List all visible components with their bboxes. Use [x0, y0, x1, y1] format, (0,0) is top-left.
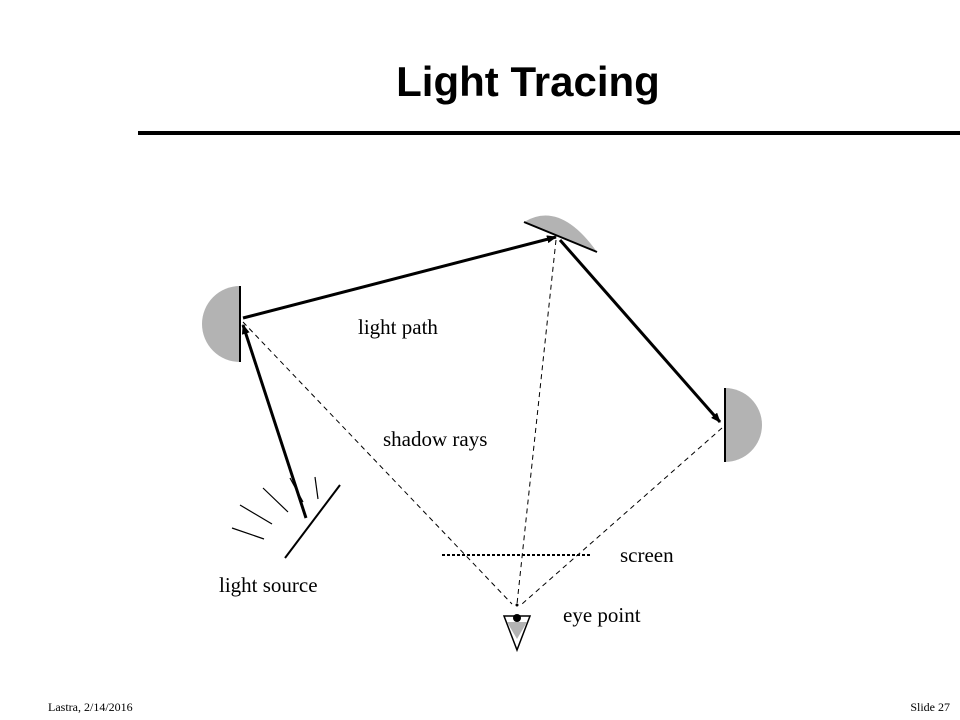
surface-top [523, 215, 598, 253]
footer-slide-number: Slide 27 [910, 700, 950, 714]
label-screen: screen [620, 543, 674, 567]
surface-left [202, 286, 241, 362]
shadow-rays [242, 239, 723, 605]
slide-title: Light Tracing [396, 58, 660, 105]
light-source-surface [284, 484, 341, 559]
eye-point-icon [502, 603, 532, 653]
surface-right [724, 388, 762, 462]
footer-author-date: Lastra, 2/14/2016 [48, 700, 133, 714]
light-path-arrows [241, 235, 722, 519]
title-underline [138, 131, 960, 135]
label-light-path: light path [358, 315, 438, 339]
label-eye-point: eye point [563, 603, 641, 627]
label-light-source: light source [219, 573, 318, 597]
label-shadow-rays: shadow rays [383, 427, 487, 451]
